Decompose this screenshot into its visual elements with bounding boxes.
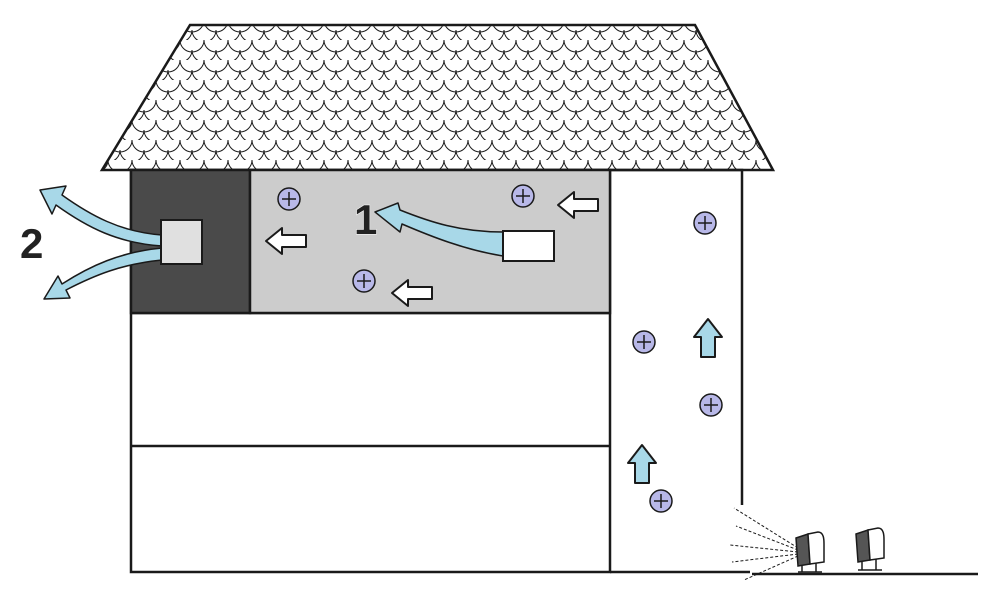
positive-ion-icon (352, 269, 376, 293)
duct-1 (374, 202, 504, 257)
fan-unit-2 (160, 219, 203, 265)
positive-ion-icon (277, 187, 301, 211)
roof (99, 23, 776, 172)
fan-unit-1 (502, 230, 555, 262)
positive-ion-icon (699, 393, 723, 417)
positive-ion-icon (511, 184, 535, 208)
blow-lines (729, 507, 799, 581)
blower-fan-icon (855, 527, 885, 571)
label-1: 1 (354, 196, 377, 243)
vertical-shaft (610, 168, 750, 574)
blower-fan-icon (795, 531, 825, 573)
positive-ion-icon (632, 330, 656, 354)
label-2: 2 (20, 220, 43, 267)
duct-2 (39, 185, 163, 300)
updraft-arrow-icon (693, 318, 723, 358)
positive-ion-icon (649, 489, 673, 513)
positive-ion-icon (693, 211, 717, 235)
updraft-arrow-icon (627, 444, 657, 484)
